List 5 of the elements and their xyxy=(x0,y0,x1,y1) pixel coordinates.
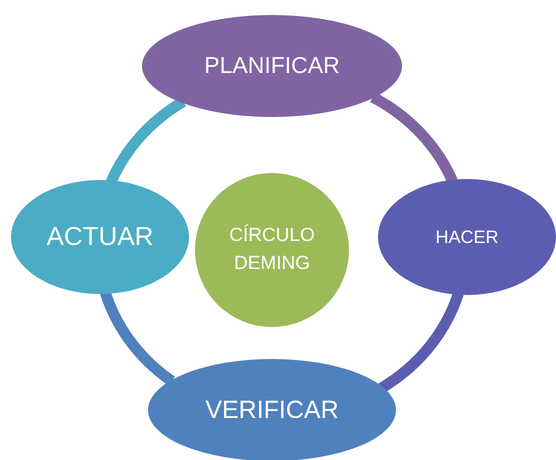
stage-label: HACER xyxy=(435,226,498,249)
stage-label: CÍRCULO DEMING xyxy=(228,224,316,276)
stage-label: ACTUAR xyxy=(46,220,154,254)
stage-label: PLANIFICAR xyxy=(204,51,340,80)
stage-label: VERIFICAR xyxy=(205,394,339,426)
